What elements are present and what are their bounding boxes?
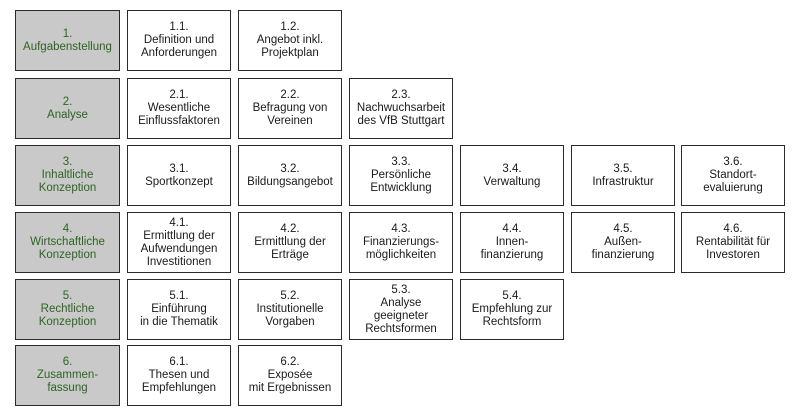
task-label: 6.1. Thesen und Empfehlungen — [141, 356, 217, 394]
task-label: 6.2. Exposée mit Ergebnissen — [248, 356, 332, 394]
task-label: 1.2. Angebot inkl. Projektplan — [256, 21, 324, 59]
task-box-4-1: 4.1. Ermittlung der Aufwendungen Investi… — [127, 212, 231, 273]
phase-header-label: 3. Inhaltliche Konzeption — [38, 156, 97, 194]
task-box-3-3: 3.3. Persönliche Entwicklung — [349, 145, 453, 206]
task-label: 3.1. Sportkonzept — [145, 162, 213, 188]
task-box-5-2: 5.2. Institutionelle Vorgaben — [238, 279, 342, 340]
phase-header-label: 5. Rechtliche Konzeption — [38, 290, 97, 328]
task-box-4-3: 4.3. Finanzierungs- möglichkeiten — [349, 212, 453, 273]
task-box-4-4: 4.4. Innen- finanzierung — [460, 212, 564, 273]
task-label: 4.2. Ermittlung der Erträge — [254, 223, 326, 261]
task-label: 1.1. Definition und Anforderungen — [140, 21, 218, 59]
phase-header-label: 6. Zusammen- fassung — [36, 356, 99, 394]
task-box-5-1: 5.1. Einführung in die Thematik — [127, 279, 231, 340]
task-label: 3.3. Persönliche Entwicklung — [370, 156, 432, 194]
phase-header-label: 2. Analyse — [47, 95, 88, 121]
task-box-4-2: 4.2. Ermittlung der Erträge — [238, 212, 342, 273]
task-label: 4.5. Außen- finanzierung — [591, 223, 655, 261]
task-box-6-2: 6.2. Exposée mit Ergebnissen — [238, 345, 342, 406]
task-label: 4.4. Innen- finanzierung — [480, 223, 544, 261]
task-box-5-3: 5.3. Analyse geeigneter Rechtsformen — [349, 279, 453, 340]
task-label: 3.6. Standort- evaluierung — [703, 156, 763, 194]
task-label: 2.2. Befragung von Vereinen — [252, 89, 328, 127]
task-box-1-1: 1.1. Definition und Anforderungen — [127, 10, 231, 71]
task-label: 5.4. Empfehlung zur Rechtsform — [471, 290, 553, 328]
task-box-3-6: 3.6. Standort- evaluierung — [681, 145, 785, 206]
task-box-4-5: 4.5. Außen- finanzierung — [571, 212, 675, 273]
task-label: 5.2. Institutionelle Vorgaben — [256, 290, 324, 328]
task-box-2-2: 2.2. Befragung von Vereinen — [238, 78, 342, 139]
phase-header-1: 1. Aufgabenstellung — [15, 10, 120, 71]
task-label: 4.6. Rentabilität für Investoren — [695, 223, 771, 261]
phase-header-5: 5. Rechtliche Konzeption — [15, 279, 120, 340]
task-box-6-1: 6.1. Thesen und Empfehlungen — [127, 345, 231, 406]
task-label: 3.5. Infrastruktur — [592, 162, 654, 188]
task-box-4-6: 4.6. Rentabilität für Investoren — [681, 212, 785, 273]
task-box-5-4: 5.4. Empfehlung zur Rechtsform — [460, 279, 564, 340]
phase-header-6: 6. Zusammen- fassung — [15, 345, 120, 406]
phase-header-3: 3. Inhaltliche Konzeption — [15, 145, 120, 206]
task-box-3-1: 3.1. Sportkonzept — [127, 145, 231, 206]
task-label: 4.1. Ermittlung der Aufwendungen Investi… — [140, 216, 218, 268]
task-box-2-1: 2.1. Wesentliche Einflussfaktoren — [127, 78, 231, 139]
task-box-3-4: 3.4. Verwaltung — [460, 145, 564, 206]
task-label: 2.1. Wesentliche Einflussfaktoren — [138, 89, 220, 127]
task-box-2-3: 2.3. Nachwuchsarbeit des VfB Stuttgart — [349, 78, 453, 139]
phase-header-2: 2. Analyse — [15, 78, 120, 139]
task-label: 5.3. Analyse geeigneter Rechtsformen — [365, 283, 437, 335]
phase-header-4: 4. Wirtschaftliche Konzeption — [15, 212, 120, 273]
phase-header-label: 4. Wirtschaftliche Konzeption — [30, 223, 105, 261]
task-label: 5.1. Einführung in die Thematik — [140, 290, 218, 328]
task-box-1-2: 1.2. Angebot inkl. Projektplan — [238, 10, 342, 71]
task-box-3-2: 3.2. Bildungsangebot — [238, 145, 342, 206]
task-label: 2.3. Nachwuchsarbeit des VfB Stuttgart — [356, 89, 446, 127]
task-label: 3.2. Bildungsangebot — [247, 162, 333, 188]
task-label: 4.3. Finanzierungs- möglichkeiten — [362, 223, 440, 261]
task-box-3-5: 3.5. Infrastruktur — [571, 145, 675, 206]
phase-header-label: 1. Aufgabenstellung — [23, 27, 112, 53]
task-label: 3.4. Verwaltung — [483, 162, 541, 188]
